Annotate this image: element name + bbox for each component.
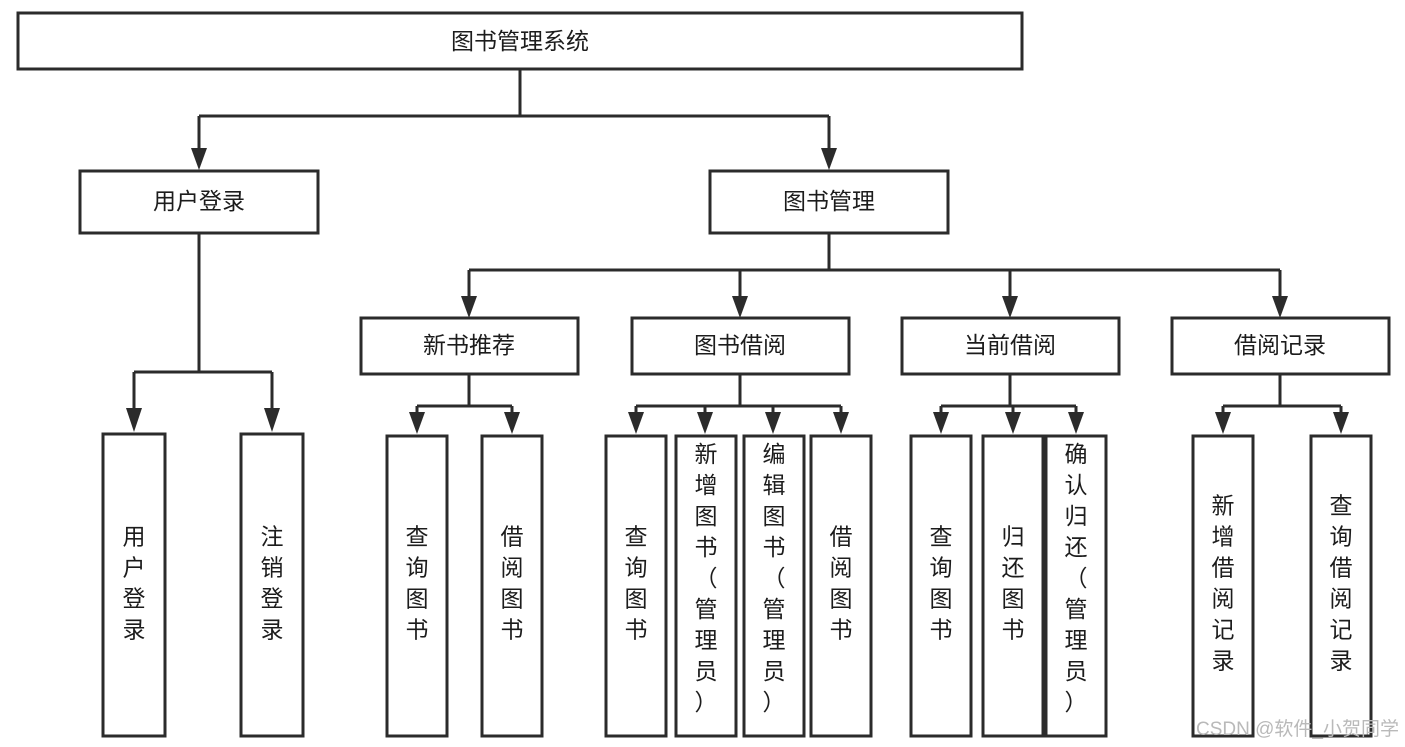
- node-leaf-query-book-3[interactable]: 查询图书: [909, 434, 973, 738]
- node-book-borrow-box[interactable]: [630, 316, 851, 376]
- node-book-management[interactable]: 图书管理: [708, 169, 950, 235]
- node-leaf-return-book[interactable]: 归还图书: [981, 434, 1045, 738]
- arrow-to-new-book-recommend: [461, 296, 477, 318]
- arrow-to-leaf-query-book-1: [409, 412, 425, 434]
- node-leaf-user-login-label: 用户登录: [123, 524, 146, 643]
- node-leaf-confirm-return-box[interactable]: [1044, 434, 1108, 738]
- node-leaf-edit-book-label: 编辑图书（管理员）: [763, 441, 786, 715]
- node-leaf-add-book[interactable]: 新增图书（管理员）: [674, 434, 738, 738]
- node-leaf-query-record[interactable]: 查询借阅记录: [1309, 434, 1373, 738]
- csdn-watermark: CSDN @软件_小贺同学: [1196, 718, 1399, 740]
- node-leaf-add-book-label: 新增图书（管理员）: [695, 441, 718, 715]
- node-leaf-query-book-3-label: 查询图书: [930, 524, 953, 643]
- node-leaf-add-record[interactable]: 新增借阅记录: [1191, 434, 1255, 738]
- connector-layer: [126, 69, 1349, 434]
- node-leaf-user-login-box[interactable]: [101, 432, 167, 738]
- node-new-book-recommend-box[interactable]: [359, 316, 580, 376]
- node-leaf-query-book-2-box[interactable]: [604, 434, 668, 738]
- node-leaf-query-book-1[interactable]: 查询图书: [385, 434, 449, 738]
- arrow-to-leaf-query-book-3: [933, 412, 949, 434]
- node-borrow-record-box[interactable]: [1170, 316, 1391, 376]
- node-leaf-add-record-label: 新增借阅记录: [1212, 493, 1235, 674]
- arrow-to-leaf-confirm-return: [1068, 412, 1084, 434]
- node-leaf-return-book-label: 归还图书: [1002, 524, 1025, 643]
- arrow-to-leaf-logout-login: [264, 408, 280, 432]
- node-leaf-edit-book-box[interactable]: [742, 434, 806, 738]
- node-user-login-label: 用户登录: [153, 188, 245, 214]
- arrow-to-leaf-add-book: [697, 412, 713, 434]
- node-leaf-user-login[interactable]: 用户登录: [101, 432, 167, 738]
- node-leaf-add-book-box[interactable]: [674, 434, 738, 738]
- node-root-label: 图书管理系统: [451, 28, 589, 54]
- node-current-borrow-label: 当前借阅: [964, 332, 1056, 358]
- node-leaf-borrow-book-2-label: 借阅图书: [830, 524, 853, 643]
- node-leaf-query-record-label: 查询借阅记录: [1330, 493, 1353, 674]
- arrow-to-book-management: [821, 148, 837, 170]
- node-leaf-logout-login-box[interactable]: [239, 432, 305, 738]
- arrow-to-leaf-edit-book: [765, 412, 781, 434]
- node-current-borrow[interactable]: 当前借阅: [900, 316, 1121, 376]
- leaf-layer: 用户登录 注销登录 查询图书 借阅图书 查询图书 新增图书（管理员）: [101, 432, 1373, 738]
- node-leaf-query-record-box[interactable]: [1309, 434, 1373, 738]
- arrow-to-leaf-query-book-2: [628, 412, 644, 434]
- node-leaf-borrow-book-2[interactable]: 借阅图书: [809, 434, 873, 738]
- node-root[interactable]: 图书管理系统: [16, 11, 1024, 71]
- node-leaf-confirm-return[interactable]: 确认归还（管理员）: [1044, 434, 1108, 738]
- node-new-book-recommend[interactable]: 新书推荐: [359, 316, 580, 376]
- node-leaf-confirm-return-label: 确认归还（管理员）: [1065, 441, 1088, 715]
- node-leaf-query-book-2[interactable]: 查询图书: [604, 434, 668, 738]
- arrow-to-borrow-record: [1272, 296, 1288, 318]
- arrow-to-leaf-return-book: [1005, 412, 1021, 434]
- node-leaf-return-book-box[interactable]: [981, 434, 1045, 738]
- node-leaf-query-book-1-box[interactable]: [385, 434, 449, 738]
- node-leaf-logout-login[interactable]: 注销登录: [239, 432, 305, 738]
- node-book-management-box[interactable]: [708, 169, 950, 235]
- node-user-login[interactable]: 用户登录: [78, 169, 320, 235]
- node-book-borrow[interactable]: 图书借阅: [630, 316, 851, 376]
- node-new-book-recommend-label: 新书推荐: [423, 332, 515, 358]
- node-leaf-borrow-book-1-box[interactable]: [480, 434, 544, 738]
- arrow-to-leaf-query-record: [1333, 412, 1349, 434]
- arrow-to-current-borrow: [1002, 296, 1018, 318]
- node-leaf-borrow-book-1-label: 借阅图书: [501, 524, 524, 643]
- node-borrow-record[interactable]: 借阅记录: [1170, 316, 1391, 376]
- node-leaf-borrow-book-2-box[interactable]: [809, 434, 873, 738]
- arrow-to-user-login: [191, 148, 207, 170]
- node-leaf-borrow-book-1[interactable]: 借阅图书: [480, 434, 544, 738]
- node-current-borrow-box[interactable]: [900, 316, 1121, 376]
- arrow-to-leaf-borrow-book-1: [504, 412, 520, 434]
- arrow-to-leaf-borrow-book-2: [833, 412, 849, 434]
- node-book-borrow-label: 图书借阅: [694, 332, 786, 358]
- node-leaf-logout-login-label: 注销登录: [261, 524, 284, 643]
- arrow-to-leaf-add-record: [1215, 412, 1231, 434]
- node-leaf-edit-book[interactable]: 编辑图书（管理员）: [742, 434, 806, 738]
- node-borrow-record-label: 借阅记录: [1234, 332, 1326, 358]
- node-book-management-label: 图书管理: [783, 188, 875, 214]
- node-root-box[interactable]: [16, 11, 1024, 71]
- node-user-login-box[interactable]: [78, 169, 320, 235]
- node-leaf-add-record-box[interactable]: [1191, 434, 1255, 738]
- node-leaf-query-book-2-label: 查询图书: [625, 524, 648, 643]
- node-leaf-query-book-1-label: 查询图书: [406, 524, 429, 643]
- arrow-to-leaf-user-login: [126, 408, 142, 432]
- node-leaf-query-book-3-box[interactable]: [909, 434, 973, 738]
- arrow-to-book-borrow: [732, 296, 748, 318]
